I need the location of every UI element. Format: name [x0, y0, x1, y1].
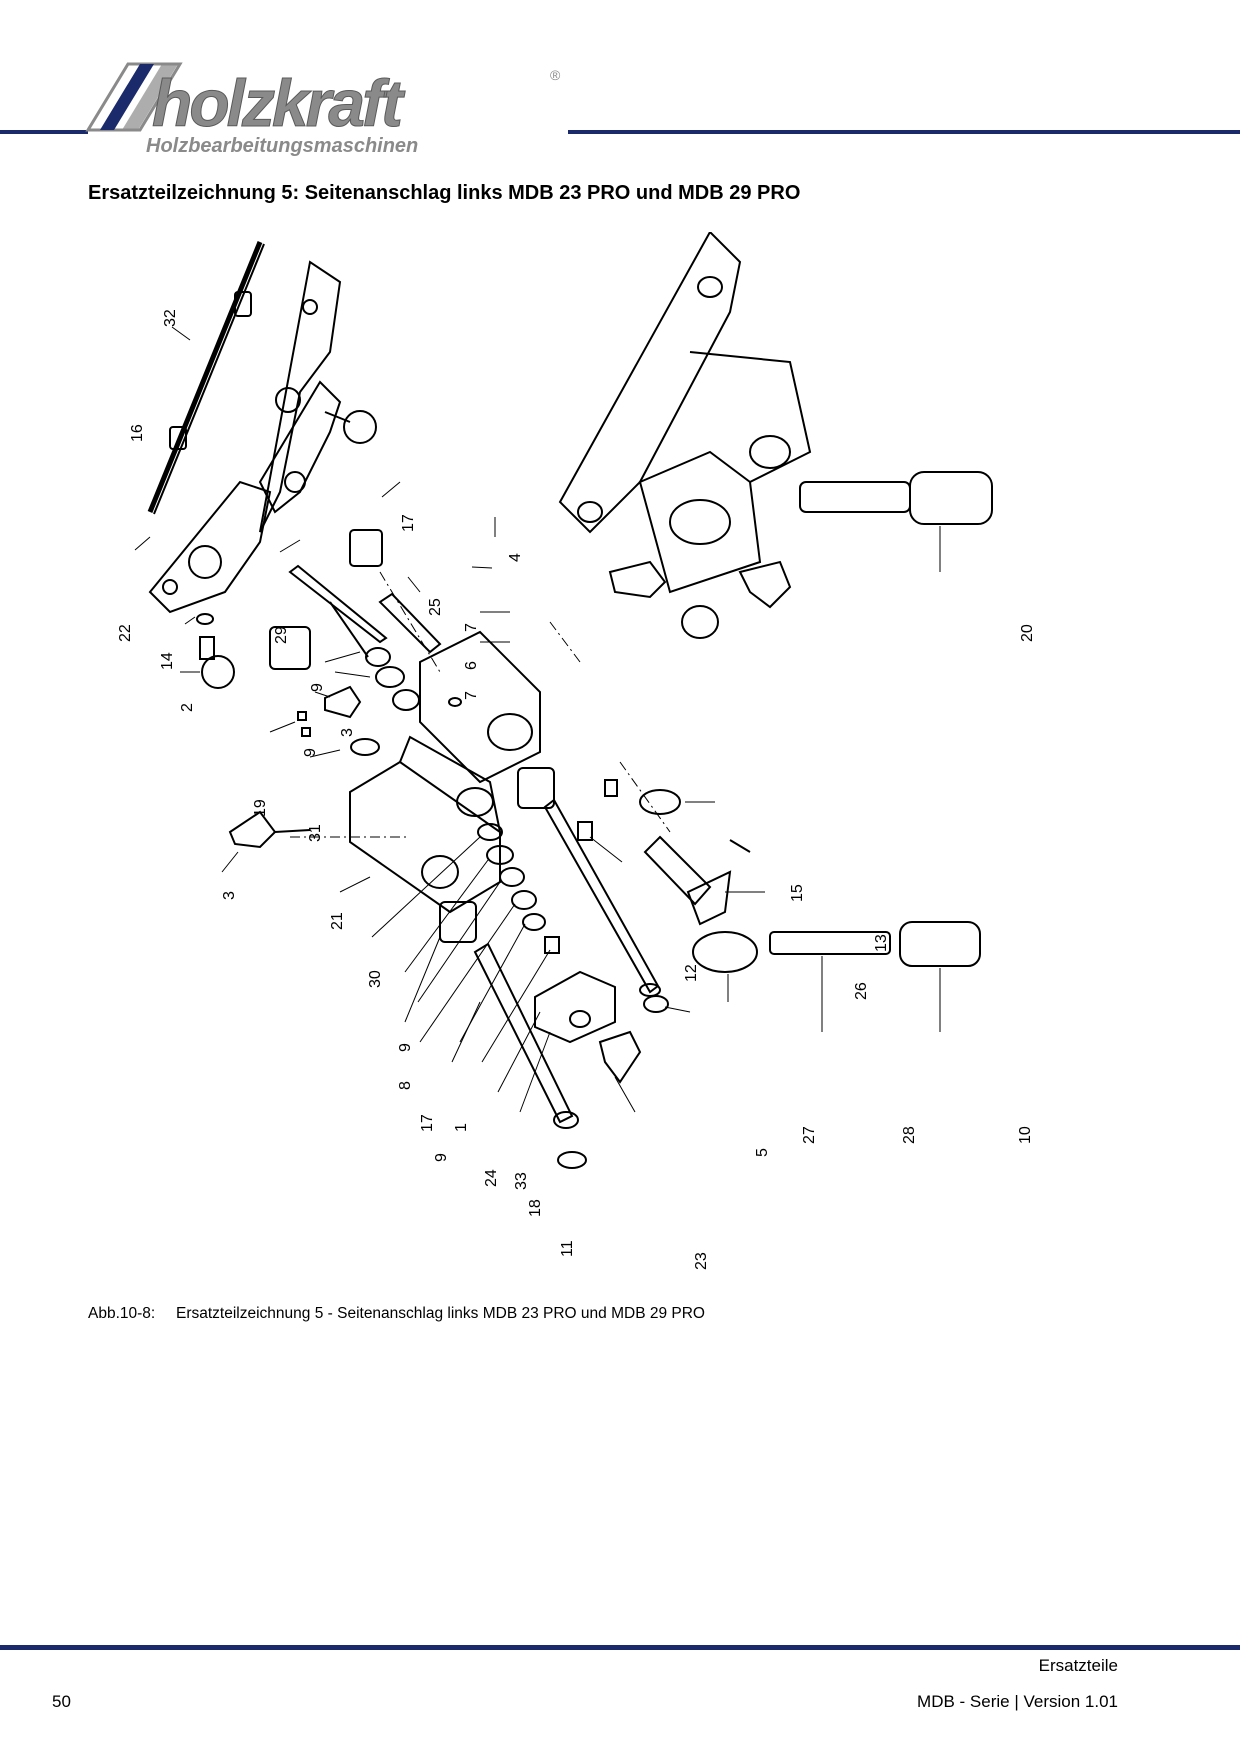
part-number: 9 — [309, 683, 326, 692]
part-number: 11 — [559, 1240, 576, 1257]
caption-label: Abb.10-8: — [88, 1305, 156, 1322]
part-number: 13 — [873, 934, 890, 952]
exploded-parts-drawing — [134, 232, 993, 1169]
part-number: 21 — [329, 912, 346, 930]
part-number: 17 — [419, 1114, 436, 1132]
part-number: 5 — [754, 1148, 771, 1157]
logo-registered: ® — [550, 67, 561, 83]
page-header: holzkraft ® Holzbearbeitungsmaschinen — [0, 0, 1240, 170]
part-number: 9 — [433, 1153, 450, 1162]
part-number: 9 — [302, 748, 319, 757]
figure-caption: Abb.10-8: Ersatzteilzeichnung 5 - Seitena… — [88, 1305, 705, 1323]
part-number: 6 — [463, 661, 480, 670]
part-number: 7 — [463, 623, 480, 632]
part-number: 16 — [129, 424, 146, 442]
part-number: 22 — [117, 624, 134, 642]
part-number: 30 — [367, 970, 384, 988]
part-number: 2 — [179, 703, 196, 712]
part-number: 24 — [483, 1169, 500, 1187]
page-number: 50 — [52, 1692, 71, 1711]
logo-tagline: Holzbearbeitungsmaschinen — [146, 135, 418, 157]
footer-rule — [0, 1645, 1240, 1650]
part-number: 15 — [789, 884, 806, 902]
holzkraft-logo: holzkraft ® Holzbearbeitungsmaschinen — [85, 62, 561, 157]
part-number: 32 — [162, 309, 179, 327]
part-number: 8 — [397, 1081, 414, 1090]
footer-section-title: Ersatzteile — [1038, 1656, 1118, 1675]
logo-brand: holzkraft — [152, 66, 406, 140]
caption-text: Ersatzteilzeichnung 5 - Seitenanschlag l… — [176, 1305, 705, 1322]
part-number: 7 — [463, 691, 480, 700]
part-number: 3 — [339, 728, 356, 737]
part-number: 9 — [397, 1043, 414, 1052]
part-number: 27 — [801, 1126, 818, 1144]
part-number: 25 — [427, 598, 444, 616]
part-number: 10 — [1017, 1126, 1034, 1144]
footer-series-version: MDB - Serie | Version 1.01 — [917, 1692, 1118, 1711]
part-number: 14 — [159, 652, 176, 670]
part-number: 17 — [400, 514, 417, 532]
part-number: 4 — [507, 553, 524, 562]
header-rule-left — [0, 130, 88, 134]
part-number: 18 — [527, 1199, 544, 1217]
part-number: 28 — [901, 1126, 918, 1144]
part-number: 31 — [307, 824, 324, 842]
part-number: 3 — [221, 891, 238, 900]
page-title: Ersatzteilzeichnung 5: Seitenanschlag li… — [88, 182, 801, 204]
part-number: 26 — [853, 982, 870, 1000]
header-rule-right — [568, 130, 1240, 134]
part-number: 20 — [1019, 624, 1036, 642]
part-number: 23 — [693, 1252, 710, 1270]
part-number: 33 — [513, 1172, 530, 1190]
part-number: 29 — [273, 626, 290, 644]
part-number: 12 — [683, 964, 700, 982]
part-number: 1 — [453, 1123, 470, 1132]
part-number: 19 — [252, 799, 269, 817]
